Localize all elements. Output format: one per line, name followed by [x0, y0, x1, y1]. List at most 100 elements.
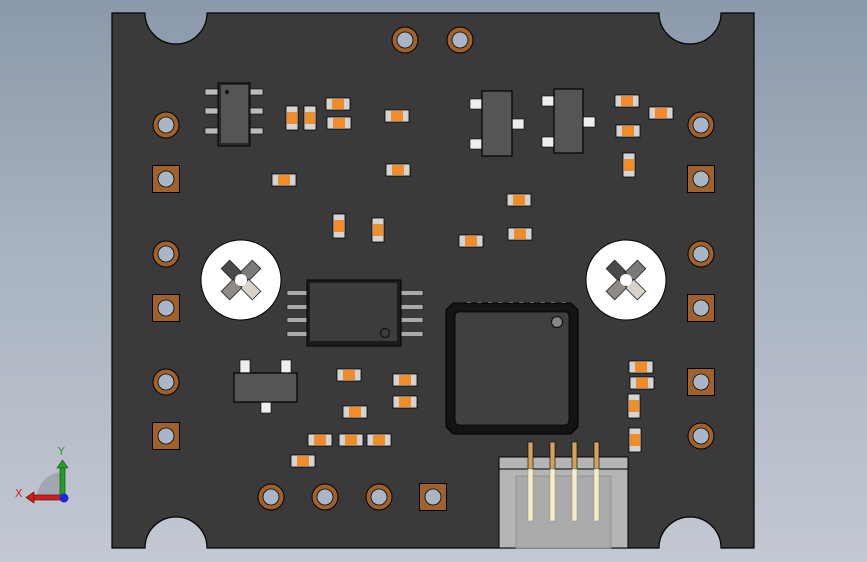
connector-pin	[527, 468, 534, 522]
pad-hole	[396, 31, 414, 49]
y-axis-arrowhead-icon	[56, 459, 69, 469]
connector-pin	[571, 441, 578, 470]
resistor-body	[343, 370, 355, 380]
pcb-board[interactable]	[111, 12, 755, 549]
resistor-body	[624, 159, 634, 171]
resistor-body	[513, 195, 525, 205]
triad-xy-plane-icon	[37, 472, 63, 498]
x-axis-arrowhead-icon	[25, 491, 35, 504]
pad-hole	[157, 245, 175, 263]
ic-lead	[286, 331, 309, 337]
resistor-body	[345, 435, 357, 445]
ic-lead	[286, 290, 309, 296]
ic-body	[553, 88, 584, 154]
pad-hole	[316, 488, 334, 506]
pad-hole	[262, 488, 280, 506]
ic-lead	[204, 107, 219, 115]
ic-lead	[541, 136, 555, 148]
sot23-transistor	[233, 359, 298, 414]
ic-lead	[204, 88, 219, 96]
smd-resistors	[271, 94, 674, 468]
resistor-body	[305, 112, 315, 124]
connector-pin	[549, 441, 556, 470]
tssop8-chip	[286, 279, 424, 347]
pad-hole	[424, 488, 442, 506]
sot23-transistor	[469, 90, 525, 157]
pad-hole	[692, 427, 710, 445]
resistor-body	[636, 378, 648, 388]
ic-lead	[400, 290, 424, 296]
resistor-body	[392, 165, 404, 175]
pin1-marker	[225, 90, 229, 94]
ic-body	[233, 372, 298, 403]
ic-lead	[249, 127, 264, 135]
ic-lead	[286, 317, 309, 323]
ic-packages	[204, 82, 596, 435]
pad-hole	[692, 299, 710, 317]
ic-body	[481, 90, 513, 157]
z-axis-icon	[59, 493, 69, 503]
ic-lead	[469, 138, 483, 150]
screw-head	[200, 239, 282, 321]
resistor-body	[635, 362, 647, 372]
resistor-body	[622, 126, 634, 136]
ic-lead	[469, 98, 483, 110]
resistor-body	[655, 108, 667, 118]
ic-body	[221, 85, 248, 143]
mounting-screws	[200, 239, 667, 321]
ic-lead	[260, 400, 272, 414]
pad-hole	[692, 373, 710, 391]
resistor-body	[399, 397, 411, 407]
ic-lead	[239, 359, 251, 374]
sot23-transistor	[541, 88, 596, 154]
connector-pin	[593, 468, 600, 522]
x-axis-label: X	[15, 487, 23, 500]
resistor-body	[334, 220, 344, 232]
resistor-body	[332, 99, 344, 109]
ic-lead	[400, 317, 424, 323]
pin1-marker	[550, 315, 564, 329]
screw-center	[235, 274, 247, 286]
pad-hole	[157, 116, 175, 134]
axis-triad[interactable]: X Y	[15, 445, 69, 504]
resistor-body	[287, 112, 297, 124]
ic-lead	[400, 304, 424, 310]
resistor-body	[349, 407, 361, 417]
resistor-body	[391, 111, 403, 121]
square-pad	[152, 422, 180, 450]
resistor-body	[297, 456, 309, 466]
y-axis-label: Y	[57, 445, 65, 458]
pad-hole	[157, 427, 175, 445]
connector-pin	[527, 441, 534, 470]
resistor-body	[278, 175, 290, 185]
square-pad	[687, 165, 715, 193]
connector-pin	[571, 468, 578, 522]
ic-lead	[400, 331, 424, 337]
ic-lead	[204, 127, 219, 135]
through-hole-pads	[152, 26, 715, 511]
pad-hole	[692, 116, 710, 134]
ic-lead	[249, 107, 264, 115]
square-pad	[152, 165, 180, 193]
resistor-body	[373, 224, 383, 236]
pin-header-connector	[498, 441, 629, 549]
ic-lead	[280, 359, 292, 374]
resistor-body	[630, 434, 640, 446]
resistor-body	[314, 435, 326, 445]
pad-hole	[370, 488, 388, 506]
pad-hole	[157, 170, 175, 188]
resistor-body	[621, 96, 633, 106]
connector-pin	[593, 441, 600, 470]
ic-lead	[286, 304, 309, 310]
pad-hole	[451, 31, 469, 49]
resistor-body	[465, 236, 477, 246]
x-axis-arrow-icon	[31, 494, 64, 501]
resistor-body	[629, 400, 639, 412]
screw-head	[585, 239, 667, 321]
screw-center	[620, 274, 632, 286]
pad-hole	[157, 373, 175, 391]
ic-lead	[582, 116, 596, 128]
y-axis-arrow-icon	[59, 465, 66, 499]
qfn-chip	[445, 302, 579, 435]
